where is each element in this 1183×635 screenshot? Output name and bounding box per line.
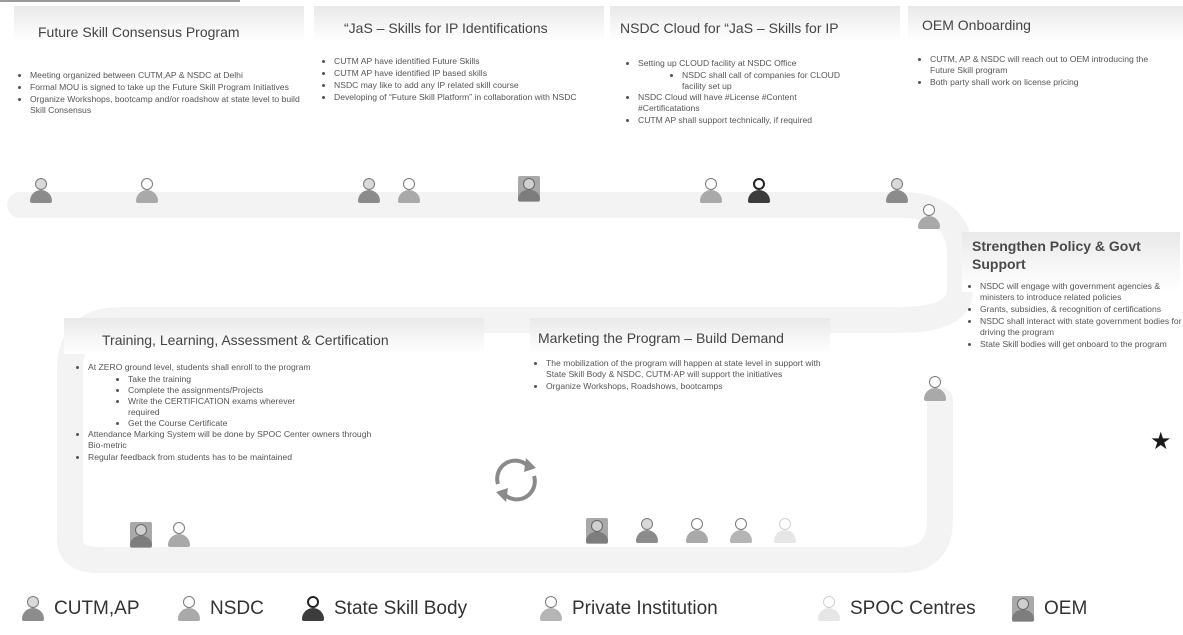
legend-oem-label: OEM <box>1044 598 1088 619</box>
oem-person-icon <box>586 518 608 544</box>
legend-private-institution: Private Institution <box>540 596 718 622</box>
sub-bullet-list: Take the training Complete the assignmen… <box>72 374 328 429</box>
nsdc-person-icon <box>168 522 190 548</box>
state-skill-body-legend-icon <box>302 596 324 622</box>
jas-skills-bullets: CUTM AP have identified Future Skills CU… <box>318 56 604 104</box>
cutm-person-icon <box>358 178 380 204</box>
marketing-title: Marketing the Program – Build Demand <box>538 330 784 346</box>
bullet: State Skill bodies will get onboard to t… <box>980 339 1183 350</box>
oem-bullets: CUTM, AP & NSDC will reach out to OEM in… <box>914 54 1170 89</box>
future-skill-title: Future Skill Consensus Program <box>38 24 240 40</box>
header-band <box>64 318 484 354</box>
future-skill-bullets: Meeting organized between CUTM,AP & NSDC… <box>14 70 306 117</box>
bullet: Organize Workshops, bootcamp and/or road… <box>30 94 306 116</box>
header-band <box>314 6 604 42</box>
oem-legend-icon <box>1012 596 1034 622</box>
bullet: At ZERO ground level, students shall enr… <box>88 362 372 373</box>
marketing-bullets: The mobilization of the program will hap… <box>530 358 826 393</box>
header-band <box>530 318 830 354</box>
private-institution-legend-icon <box>540 596 562 622</box>
bullet: The mobilization of the program will hap… <box>546 358 826 380</box>
sub-bullet: Complete the assignments/Projects <box>128 385 328 396</box>
bullet: CUTM AP have identified Future Skills <box>334 56 604 67</box>
nsdc-legend-icon <box>178 596 200 622</box>
nsdc-person-icon <box>924 376 946 402</box>
sub-bullet-list: NSDC shall call of companies for CLOUD f… <box>622 70 842 92</box>
oem-person-icon <box>130 522 152 548</box>
legend-spoc-centres: SPOC Centres <box>818 596 976 622</box>
bullet-list: NSDC Cloud will have #License #Content #… <box>622 92 842 126</box>
legend-spoc-label: SPOC Centres <box>850 598 976 619</box>
bullet: CUTM AP have identified IP based skills <box>334 68 604 79</box>
bullet: Attendance Marking System will be done b… <box>88 429 372 451</box>
bullet: CUTM AP shall support technically, if re… <box>638 115 842 126</box>
nsdc-cloud-title: NSDC Cloud for “JaS – Skills for IP <box>620 20 839 36</box>
oem-onboarding-title: OEM Onboarding <box>922 17 1031 33</box>
nsdc-person-icon <box>398 178 420 204</box>
bullet: Setting up CLOUD facility at NSDC Office <box>638 58 842 69</box>
legend-cutm: CUTM,AP <box>22 596 140 622</box>
header-band <box>14 6 304 42</box>
legend-state-label: State Skill Body <box>334 598 468 619</box>
bullet: Organize Workshops, Roadshows, bootcamps <box>546 381 826 392</box>
bullet: Both party shall work on license pricing <box>930 77 1170 88</box>
legend-nsdc: NSDC <box>178 596 264 622</box>
legend-oem: OEM <box>1012 596 1087 622</box>
bullet-list: Setting up CLOUD facility at NSDC Office <box>622 58 842 69</box>
bullet: Meeting organized between CUTM,AP & NSDC… <box>30 70 306 81</box>
legend-private-label: Private Institution <box>572 598 718 619</box>
bullet-list: At ZERO ground level, students shall enr… <box>72 362 372 373</box>
spoc-centre-legend-icon <box>818 596 840 622</box>
legend-nsdc-label: NSDC <box>210 598 264 619</box>
policy-title: Strengthen Policy & Govt Support <box>972 238 1141 272</box>
nsdc-person-icon <box>700 178 722 204</box>
cycle-arrows-icon <box>495 458 537 502</box>
header-band <box>610 6 900 42</box>
bullet: NSDC shall interact with state governmen… <box>980 316 1183 338</box>
legend-cutm-label: CUTM,AP <box>54 598 140 619</box>
cutm-person-icon <box>636 518 658 544</box>
jas-skills-title: “JaS – Skills for IP Identifications <box>344 20 548 36</box>
training-bullets: At ZERO ground level, students shall enr… <box>72 362 372 464</box>
star-icon: ★ <box>1150 428 1172 455</box>
bullet-list: Attendance Marking System will be done b… <box>72 429 372 463</box>
training-title: Training, Learning, Assessment & Certifi… <box>102 332 389 348</box>
policy-bullets: NSDC will engage with government agencie… <box>964 281 1183 351</box>
header-band <box>908 6 1183 42</box>
bullet: NSDC may like to add any IP related skil… <box>334 80 604 91</box>
nsdc-person-icon <box>136 178 158 204</box>
state-skill-body-person-icon <box>748 178 770 204</box>
nsdc-person-icon <box>918 204 940 230</box>
bullet: Formal MOU is signed to take up the Futu… <box>30 82 306 93</box>
bullet: CUTM, AP & NSDC will reach out to OEM in… <box>930 54 1170 76</box>
bullet: NSDC will engage with government agencie… <box>980 281 1183 303</box>
bullet: Developing of “Future Skill Platform” in… <box>334 92 604 103</box>
private-institution-person-icon <box>730 518 752 544</box>
cutm-person-icon <box>886 178 908 204</box>
nsdc-person-icon <box>686 518 708 544</box>
top-rule <box>0 0 240 2</box>
sub-bullet: NSDC shall call of companies for CLOUD f… <box>682 70 842 92</box>
nsdc-cloud-bullets: Setting up CLOUD facility at NSDC Office… <box>622 58 842 127</box>
cutm-legend-icon <box>22 596 44 622</box>
legend-state-skill-body: State Skill Body <box>302 596 467 622</box>
sub-bullet: Take the training <box>128 374 328 385</box>
bullet: NSDC Cloud will have #License #Content #… <box>638 92 842 114</box>
sub-bullet: Write the CERTIFICATION exams wherever r… <box>128 396 328 418</box>
oem-person-icon <box>518 176 540 202</box>
header-band <box>962 232 1180 292</box>
bullet: Grants, subsidies, & recognition of cert… <box>980 304 1183 315</box>
spoc-centre-person-icon <box>774 518 796 544</box>
bullet: Regular feedback from students has to be… <box>88 452 372 463</box>
cutm-person-icon <box>30 178 52 204</box>
sub-bullet: Get the Course Certificate <box>128 418 328 429</box>
